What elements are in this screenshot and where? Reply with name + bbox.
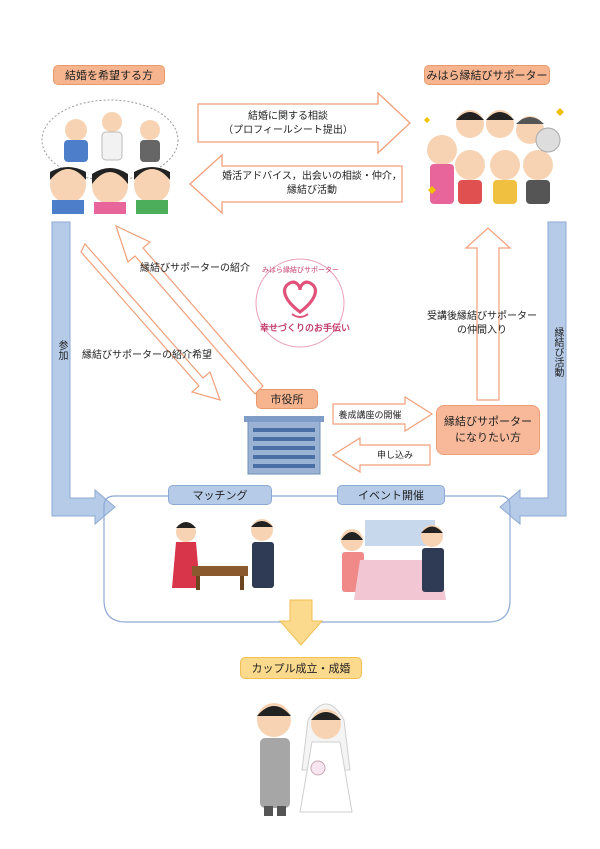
marriage-seekers-illustration (41, 99, 179, 214)
yellow-down-arrow (278, 599, 324, 646)
city-hall-label: 市役所 (256, 389, 318, 409)
training-text: 養成講座の開催 (338, 411, 402, 421)
apply-text: 申し込み (376, 451, 413, 461)
events-region (103, 495, 511, 623)
couple-result-label: カップル成立・成婚 (240, 657, 362, 679)
matching-illustration (172, 519, 274, 590)
marriage-seekers-label: 結婚を希望する方 (53, 65, 165, 85)
city-hall-building (244, 416, 324, 475)
arrow-apply (331, 436, 431, 474)
consult-text: 結婚に関する相談 （プロフィールシート提出） (223, 111, 353, 136)
join-supporters-text: 受講後縁結びサポーター の仲間入り (427, 311, 537, 336)
advice-text: 婚活アドバイス，出会いの相談・仲介， 縁結び活動 (222, 171, 402, 196)
arrow-right-top (197, 91, 411, 155)
supporter-intro-request-text: 縁結びサポーターの紹介希望 (82, 350, 212, 361)
arrow-training (332, 395, 434, 433)
wannabe-supporter-box: 縁結びサポーター になりたい方 (436, 405, 540, 455)
matching-label: マッチング (168, 485, 272, 505)
logo-ring-text: みはら縁結びサポーター (262, 266, 339, 274)
diag-arrow-down (80, 242, 221, 401)
logo-emblem (255, 258, 345, 348)
wedding-couple-illustration (257, 703, 353, 816)
matchmaking-activity-label: 縁結び活動 (552, 327, 563, 377)
supporter-intro-text: 縁結びサポーターの紹介 (140, 263, 250, 274)
arrow-up-right (464, 227, 512, 401)
supporters-label: みはら縁結びサポーター (424, 65, 550, 85)
participate-label: 参加 (56, 340, 67, 360)
arrow-left-top (189, 153, 403, 215)
left-blue-arrow (51, 221, 116, 526)
event-illustration (341, 520, 446, 600)
event-label: イベント開催 (337, 485, 445, 505)
logo-bottom-text: 幸せづくりのお手伝い (260, 324, 351, 334)
supporters-illustration (424, 108, 564, 204)
diag-arrow-up (114, 224, 264, 395)
